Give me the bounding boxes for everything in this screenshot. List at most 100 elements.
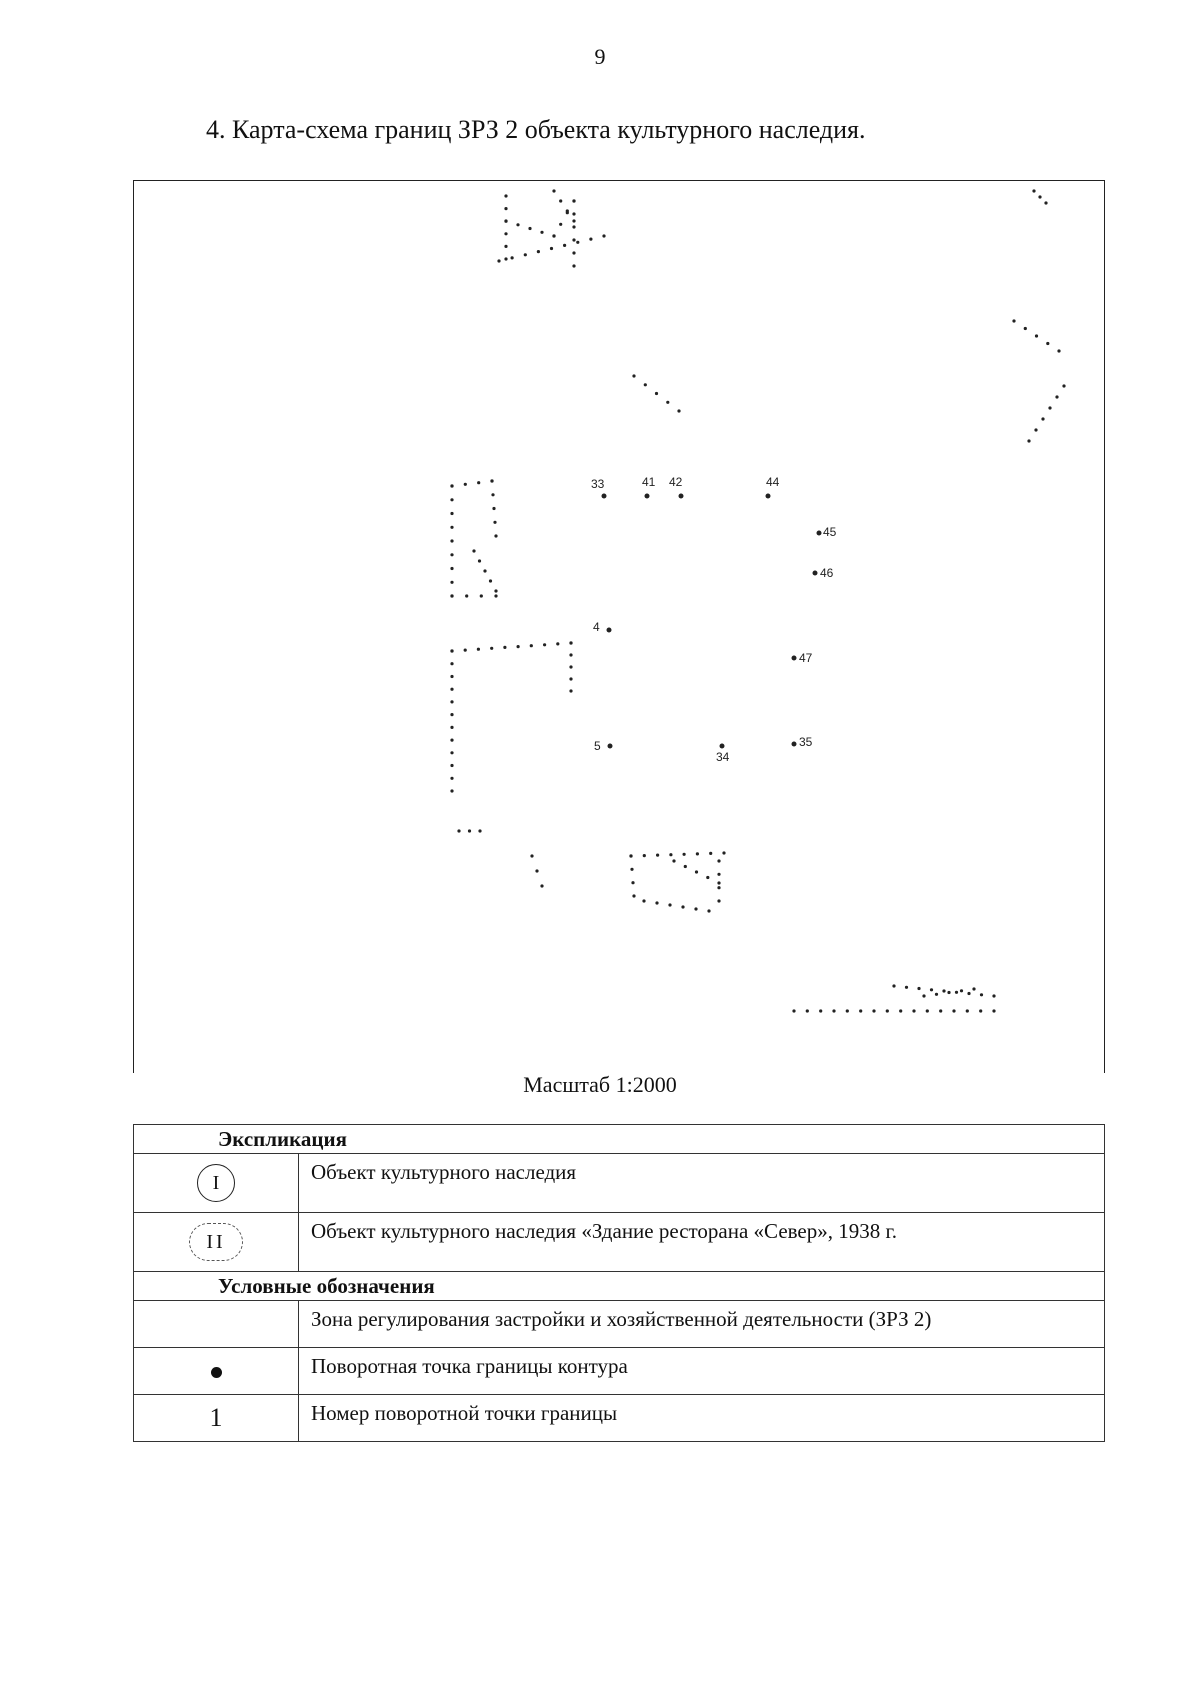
boundary-dot — [859, 1009, 863, 1013]
boundary-dot — [450, 674, 454, 679]
explication-text: Объект культурного наследия — [298, 1153, 1105, 1213]
boundary-dot — [494, 589, 498, 593]
boundary-dot — [632, 894, 636, 898]
boundary-dot — [572, 238, 576, 242]
boundary-dot — [682, 852, 686, 856]
boundary-dot — [572, 225, 576, 229]
point-label-42: 42 — [669, 475, 683, 489]
boundary-dot — [450, 687, 454, 691]
boundary-dot — [450, 580, 454, 584]
boundary-dot — [632, 374, 636, 378]
boundary-dot — [559, 222, 563, 226]
boundary-dot — [666, 400, 670, 404]
boundary-dot — [1032, 189, 1036, 193]
boundary-dot — [643, 383, 647, 387]
symbol-text: Зона регулирования застройки и хозяйстве… — [298, 1300, 1105, 1348]
boundary-dot — [925, 1009, 929, 1013]
boundary-dot — [1044, 201, 1048, 205]
boundary-dot — [805, 1009, 809, 1013]
boundary-dot — [709, 851, 713, 856]
boundary-dot — [922, 994, 926, 998]
object-ii-symbol: II — [189, 1223, 243, 1261]
boundary-dot — [668, 903, 672, 907]
boundary-dot — [899, 1009, 903, 1013]
boundary-dot — [503, 645, 507, 649]
boundary-dot — [683, 864, 687, 869]
boundary-dot — [952, 1009, 956, 1013]
boundary-dot — [934, 992, 939, 996]
boundary-dot — [885, 1009, 889, 1013]
boundary-dot — [450, 539, 454, 543]
boundary-dot — [523, 253, 527, 257]
boundary-dot — [572, 212, 576, 216]
boundary-dot — [450, 566, 454, 571]
boundary-dot — [450, 713, 454, 717]
boundary-dot — [559, 199, 563, 203]
boundary-dot — [552, 189, 556, 193]
explication-row: II Объект культурного наследия «Здание р… — [133, 1212, 1105, 1272]
explication-text: Объект культурного наследия «Здание рест… — [298, 1212, 1105, 1272]
boundary-dot — [450, 763, 454, 768]
boundary-dot — [717, 881, 721, 885]
explication-row: I Объект культурного наследия — [133, 1153, 1105, 1213]
boundary-dot — [1034, 334, 1039, 338]
boundary-dot — [1034, 428, 1038, 432]
boundary-dot — [463, 482, 467, 486]
point-label-46: 46 — [820, 566, 834, 580]
object-i-symbol: I — [197, 1164, 235, 1202]
symbol-text: Поворотная точка границы контура — [298, 1347, 1105, 1395]
boundary-dot — [904, 985, 909, 989]
boundary-dot — [630, 867, 634, 871]
boundary-dot — [450, 776, 454, 780]
boundary-dot — [552, 234, 556, 238]
boundary-dot — [494, 534, 498, 538]
boundary-dot — [589, 237, 593, 241]
boundary-dot — [819, 1009, 823, 1013]
boundary-dot — [450, 498, 454, 502]
boundary-dot — [493, 520, 497, 524]
boundary-dots — [450, 189, 1066, 1013]
boundary-dot — [528, 226, 532, 231]
boundary-dot — [477, 481, 481, 485]
boundary-dot — [681, 905, 685, 909]
boundary-dot — [450, 525, 454, 529]
boundary-dot — [457, 829, 461, 833]
page-number: 9 — [594, 44, 606, 69]
point-label-41: 41 — [642, 475, 656, 489]
boundary-dot — [504, 232, 508, 236]
boundary-dot — [832, 1009, 836, 1013]
boundary-dot — [516, 223, 520, 227]
boundary-dot — [694, 870, 699, 874]
boundary-dot — [504, 219, 508, 223]
explication-title: Экспликация — [133, 1124, 1105, 1154]
boundary-dot — [543, 643, 547, 647]
map-canvas: 33 41 42 44 45 46 4 47 5 34 35 — [450, 189, 1066, 1013]
boundary-dot — [497, 259, 501, 263]
boundary-dot — [450, 511, 454, 516]
boundary-dot — [549, 246, 554, 251]
boundary-dot — [717, 899, 721, 903]
symbols-title: Условные обозначения — [133, 1271, 1105, 1301]
point-label-35: 35 — [799, 735, 813, 749]
boundary-dot — [467, 829, 472, 833]
boundary-dot — [472, 549, 476, 553]
boundary-dot — [450, 700, 454, 704]
turning-point-symbol — [210, 1366, 222, 1378]
boundary-dot — [717, 872, 721, 876]
boundary-dot — [569, 641, 573, 645]
boundary-dot — [504, 194, 508, 198]
boundary-dot — [942, 989, 946, 993]
boundary-dot — [1048, 406, 1052, 410]
boundary-dot — [717, 859, 721, 863]
map-scheme: 33 41 42 44 45 46 4 47 5 34 35 — [133, 180, 1105, 1073]
boundary-dot — [556, 642, 560, 646]
boundary-dot — [912, 1009, 916, 1013]
boundary-dot — [1038, 195, 1042, 199]
boundary-dot — [450, 789, 454, 793]
point-label-33: 33 — [591, 477, 605, 491]
boundary-dot — [629, 854, 633, 858]
boundary-dot — [494, 594, 498, 598]
boundary-dot — [959, 989, 964, 993]
boundary-dot — [1027, 439, 1031, 443]
boundary-dot — [892, 984, 896, 988]
